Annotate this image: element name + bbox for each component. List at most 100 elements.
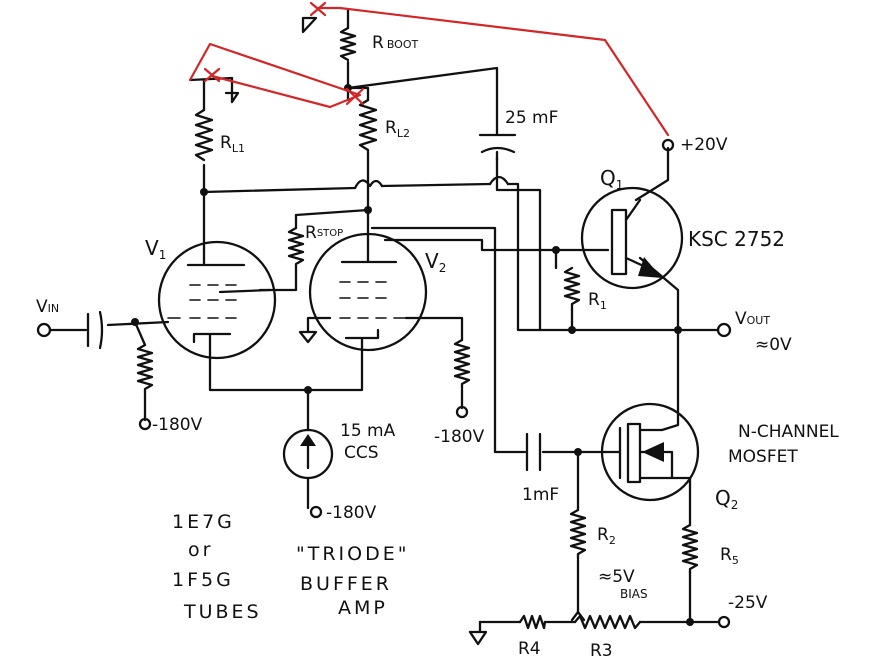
junction-dot [674,326,682,334]
capacitors [86,133,542,472]
junction-dot [574,448,582,456]
label-vout-note: ≈0V [755,335,792,355]
q2-envelope [600,402,700,502]
terminal-v2-neg [455,405,469,419]
label-minus25v: -25V [728,593,768,613]
crossovers [353,175,510,190]
current-source [282,428,334,480]
q2-arrow [642,442,664,462]
wire-v1-plate-bus [202,182,682,332]
resistor-rl2 [358,98,378,160]
markup-rl-loop [188,42,362,109]
crossover-hump [353,179,384,190]
note-tubes-3: 1F5G [172,569,234,591]
markup-overlay [188,1,670,137]
label-q1: Q1 [600,166,623,192]
resistor-rboot [339,26,357,62]
resistor-r-v2-grid [453,338,471,391]
label-bias-2: BIAS [620,587,648,601]
junction-dot [686,618,694,626]
junction-dot [131,318,139,326]
junction-dot [364,206,372,214]
junction-dot [200,188,208,196]
tube-v2-cathode [344,328,380,352]
grounds [224,16,488,646]
resistor-r2 [569,508,587,561]
capacitor-boot [478,133,517,162]
label-r4: R4 [518,639,541,659]
resistor-r4 [518,614,547,630]
wire-v1-grid [218,288,272,294]
label-r1: R1 [588,290,607,312]
label-plus20v: +20V [680,135,728,155]
ccs-circle [282,428,334,480]
capacitor-cin [86,310,104,350]
wire-boot-cap [346,66,499,137]
resistors [136,26,699,630]
label-rl1: RL1 [220,133,245,155]
wire-vin [48,320,170,332]
wire-v2-g3 [404,316,464,342]
tube-v1-cathode [192,332,232,357]
note-tubes-1: 1E7G [172,511,235,533]
transistor-q1 [580,186,684,290]
markup-rboot-to-supply [316,6,670,137]
capacitor-coupling [525,432,542,472]
note-tubes-2: or [188,539,213,561]
transistor-q2 [600,402,700,502]
wire-rstop [258,213,298,292]
tube-v2-envelope [308,232,428,352]
label-q2-type-2: MOSFET [728,447,798,467]
q1-emitter-arrow [638,257,662,278]
wire-q1-collector [634,146,670,202]
wires [48,8,720,634]
resistor-r1 [563,266,581,312]
junction-dot [552,246,560,254]
resistor-rl1 [194,108,214,162]
label-q2-type-1: N-CHANNEL [738,422,839,442]
junction-dot [568,326,576,334]
tube-v2-plate [340,243,398,264]
markup-cross-icon [345,87,365,106]
label-q2: Q2 [715,486,738,512]
q2-channel [626,422,642,484]
label-q1-part: KSC 2752 [688,227,785,251]
label-ccs-1: 15 mA [340,421,396,441]
label-cap-coupling: 1mF [522,485,559,505]
label-r5: R5 [720,545,739,567]
label-v1: V1 [145,236,166,262]
resistor-r-v1-grid [136,343,154,396]
terminal-vin [36,322,52,338]
note-title-3: AMP [338,597,388,619]
label-minus180-ccs: -180V [326,503,377,523]
q1-base-bar [610,208,628,276]
wire-rstop-top [294,208,370,217]
label-cap-boot: 25 mF [505,108,558,128]
terminals [36,138,732,629]
ground-icon [301,16,318,34]
tube-v1-envelope [157,240,277,360]
wire-r5-bot [688,570,720,624]
label-ccs-2: CCS [344,443,379,463]
label-v2: V2 [425,249,446,275]
potentiometer-wiper [570,610,586,622]
terminal-v1-neg [138,417,152,431]
label-rl2: RL2 [385,118,410,140]
tube-v1-plate [186,248,246,267]
label-minus180-v1: -180V [152,415,203,435]
q1-collector-lead [624,198,642,222]
note-tubes-4: TUBES [183,601,262,623]
ccs-arrow-head [300,434,316,446]
wire-v2-out [370,226,527,454]
tube-v2 [308,232,428,352]
wire-q1-emitter [638,256,680,417]
ground-icon [298,330,318,344]
crossover-hump [488,175,510,186]
tube-v1 [157,240,277,360]
label-rstop: RSTOP [305,223,343,243]
resistor-r5 [681,523,699,575]
label-bias-1: ≈5V [598,567,635,587]
